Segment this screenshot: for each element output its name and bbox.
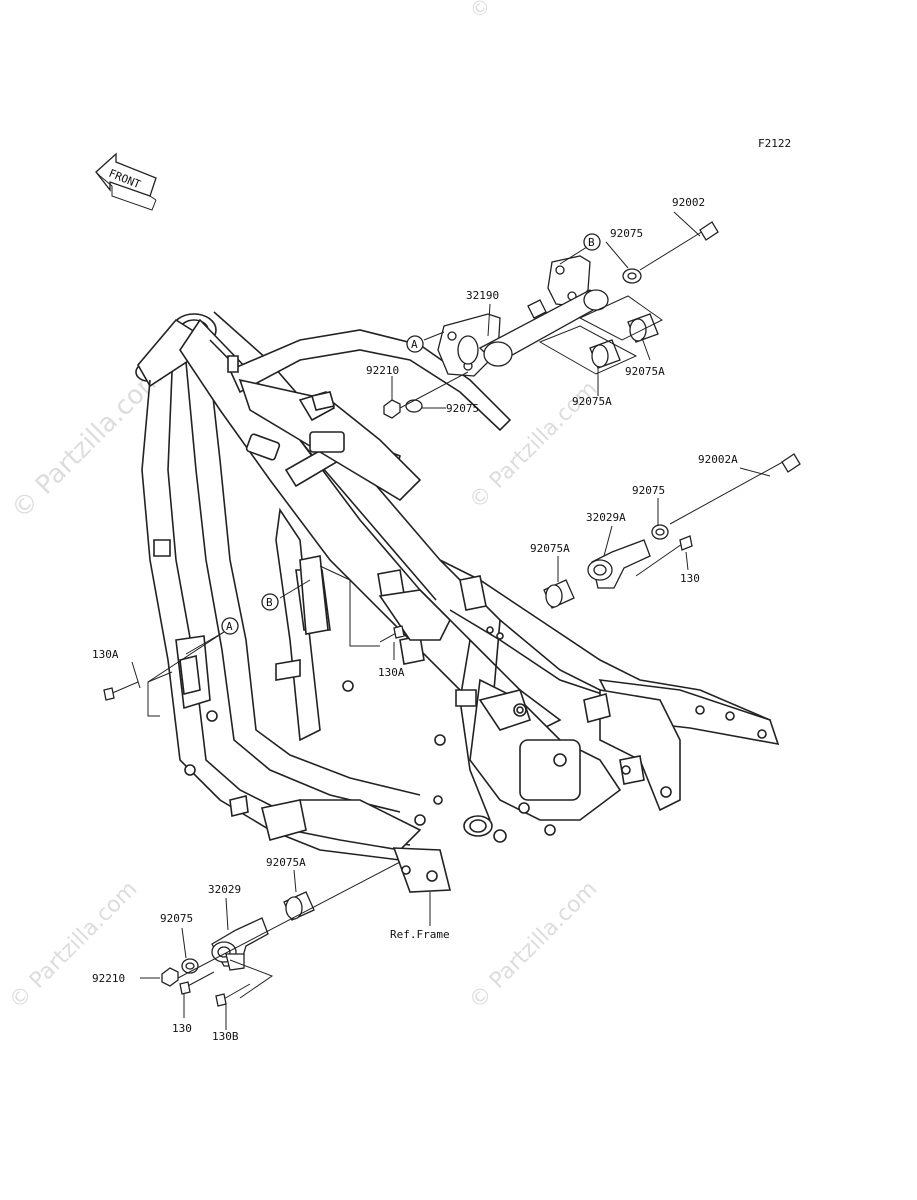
label-92075-mid: 92075 (446, 402, 479, 415)
watermark-bottom-left: © Partzilla.com (5, 877, 143, 1015)
label-92075-bot: 92075 (160, 912, 193, 925)
lower-engine-mount-assembly (161, 861, 401, 1007)
top-engine-mount-assembly (383, 221, 719, 419)
right-engine-mount-assembly (543, 453, 801, 609)
part-labels: 92002 92075 32190 92210 92075 92075A 920… (92, 196, 738, 1043)
label-92002: 92002 (672, 196, 705, 209)
left-bolts-130A (103, 625, 405, 701)
watermark-bottom-right: © Partzilla.com (465, 877, 603, 1015)
label-92002A: 92002A (698, 453, 738, 466)
label-130A-mid: 130A (378, 666, 405, 679)
watermark-top: © Partzilla.com (465, 0, 591, 24)
callout-b-top-label: B (588, 236, 595, 249)
label-92075A-right: 92075A (625, 365, 665, 378)
label-32029A: 32029A (586, 511, 626, 524)
diagram-code: F2122 (758, 137, 791, 150)
label-130-r2: 130 (680, 572, 700, 585)
callout-a-top-label: A (411, 338, 418, 351)
label-92075-top: 92075 (610, 227, 643, 240)
callout-b-mid-label: B (266, 596, 273, 609)
callout-a-top: A (406, 335, 424, 353)
callout-a-left: A (221, 617, 239, 635)
callout-b-mid: B (261, 593, 279, 611)
label-130-bot: 130 (172, 1022, 192, 1035)
front-arrow-icon: FRONT (95, 152, 157, 211)
label-92075A-mid: 92075A (572, 395, 612, 408)
label-130A-left: 130A (92, 648, 119, 661)
label-32190: 32190 (466, 289, 499, 302)
motorcycle-frame (135, 311, 780, 893)
label-92210-top: 92210 (366, 364, 399, 377)
label-92075-r2: 92075 (632, 484, 665, 497)
label-92075A-r2: 92075A (530, 542, 570, 555)
label-92210-bot: 92210 (92, 972, 125, 985)
label-ref-frame: Ref.Frame (390, 928, 450, 941)
label-32029: 32029 (208, 883, 241, 896)
callout-b-top: B (583, 233, 601, 251)
label-92075A-bot: 92075A (266, 856, 306, 869)
label-130B: 130B (212, 1030, 239, 1043)
callout-a-left-label: A (226, 620, 233, 633)
